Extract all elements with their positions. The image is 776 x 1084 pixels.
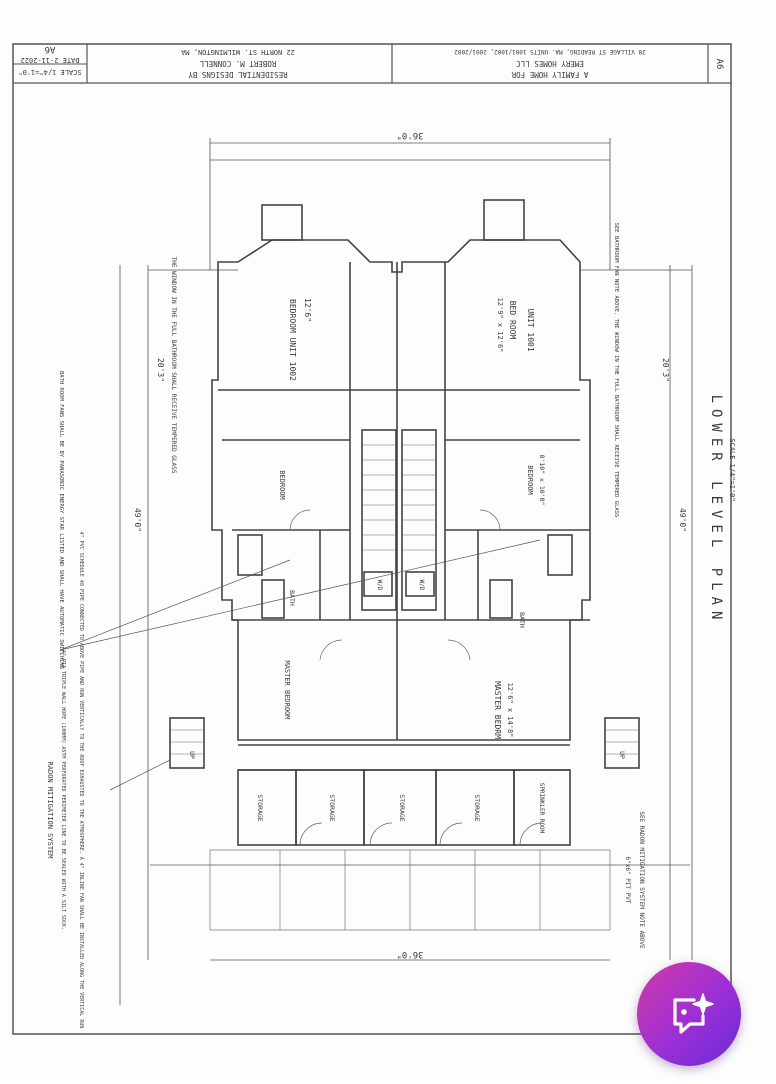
note-radon-1: 4" PIA TRIPLE WALL HOPE (100MM) ASTM PER… [60,650,66,930]
designer-line-2: ROBERT M. CONNELL [199,59,276,68]
room-unit-1001: UNIT 1001 [526,308,535,352]
overall-depth-right: 49'0" [678,508,687,532]
note-window-left: THE WINDOW IN THE FULL BATHROOM SHALL RE… [170,257,177,474]
overall-depth-left: 49'0" [133,508,142,532]
room-bedroom-1002-size: 12'6" [303,298,312,322]
chat-sparkle-icon [663,988,715,1040]
room-bed-room-1001-size: 12'9" x 12'6" [496,298,504,353]
sheet-border [12,43,732,1035]
depth-upper-left: 20'3" [156,358,165,382]
room-bath-left: BATH [288,590,296,606]
date-label: DATE 2-11-2022 [20,56,79,64]
room-bedroom-right-size: 8'10" x 10'0" [538,455,546,506]
laundry-left: W/D [376,580,383,591]
room-bedroom-1002: BEDROOM UNIT 1002 [288,299,297,381]
project-line-1: A FAMILY HOME FOR [511,70,588,79]
stair-up-right: UP [618,751,626,759]
room-master-right: MASTER BEDRM [493,681,502,739]
depth-upper-right: 20'3" [661,358,670,382]
door-swings [289,509,543,846]
project-line-2: EMERY HOMES LLC [516,59,584,68]
dimension-lines [119,138,693,1005]
scale-label: SCALE 1/4"=1'0" [18,68,81,76]
note-see-radon: SEE RADON MITIGATION SYSTEM NOTE ABOVE [638,811,645,949]
overall-width-bottom: 36'0" [396,949,423,959]
room-storage-3: STORAGE [398,794,406,821]
room-master-right-size: 12'6" x 14'8" [506,683,514,738]
designer-line-1: RESIDENTIAL DESIGNS BY [188,70,288,79]
sheet-number-right: A6 [714,59,724,70]
front-footing [209,849,611,931]
room-bedroom-left: BEDROOM [278,470,286,500]
leader-lines [59,539,541,791]
room-master-left: MASTER BEDROOM [283,660,291,719]
room-storage-2: STORAGE [328,794,336,821]
ai-chat-button[interactable] [637,962,741,1066]
stair-treads [170,444,639,755]
room-bedroom-right: BEDROOM [526,465,534,495]
plan-scale: SCALE 1/4"=1'0" [728,438,736,501]
project-line-3: 28 VILLAGE ST READING, MA. UNITS 1001/10… [454,48,646,55]
room-storage-1: STORAGE [256,794,264,821]
note-bath-fan: BATH ROOM FANS SHALL BE BY PANASONIC ENE… [58,371,64,669]
building-outline [169,199,640,846]
stair-up-left: UP [188,751,196,759]
room-bed-room-1001: BED ROOM [508,301,517,340]
note-window-right: SEE BATHROOM FAN NOTE ABOVE. THE WINDOW … [613,223,619,518]
overall-width-top: 36'0" [396,130,423,140]
note-radon-title: RADON MITIGATION SYSTEM [46,762,54,859]
room-sprinkler: SPRINKLER ROOM [538,783,545,834]
laundry-right: W/D [418,580,425,591]
room-storage-4: STORAGE [473,794,481,821]
sheet-number-left: A6 [45,44,56,54]
plan-title: LOWER LEVEL PLAN [708,395,724,626]
room-bath-right: BATH [518,612,526,628]
note-pit: 6"x6" PIT PVT [624,857,631,904]
note-radon-2: 4" PVC SCHEDULE 40 PIPE CONNECTED TO ABO… [78,532,84,1029]
designer-line-3: 22 NORTH ST. WILMINGTON, MA [180,48,295,56]
